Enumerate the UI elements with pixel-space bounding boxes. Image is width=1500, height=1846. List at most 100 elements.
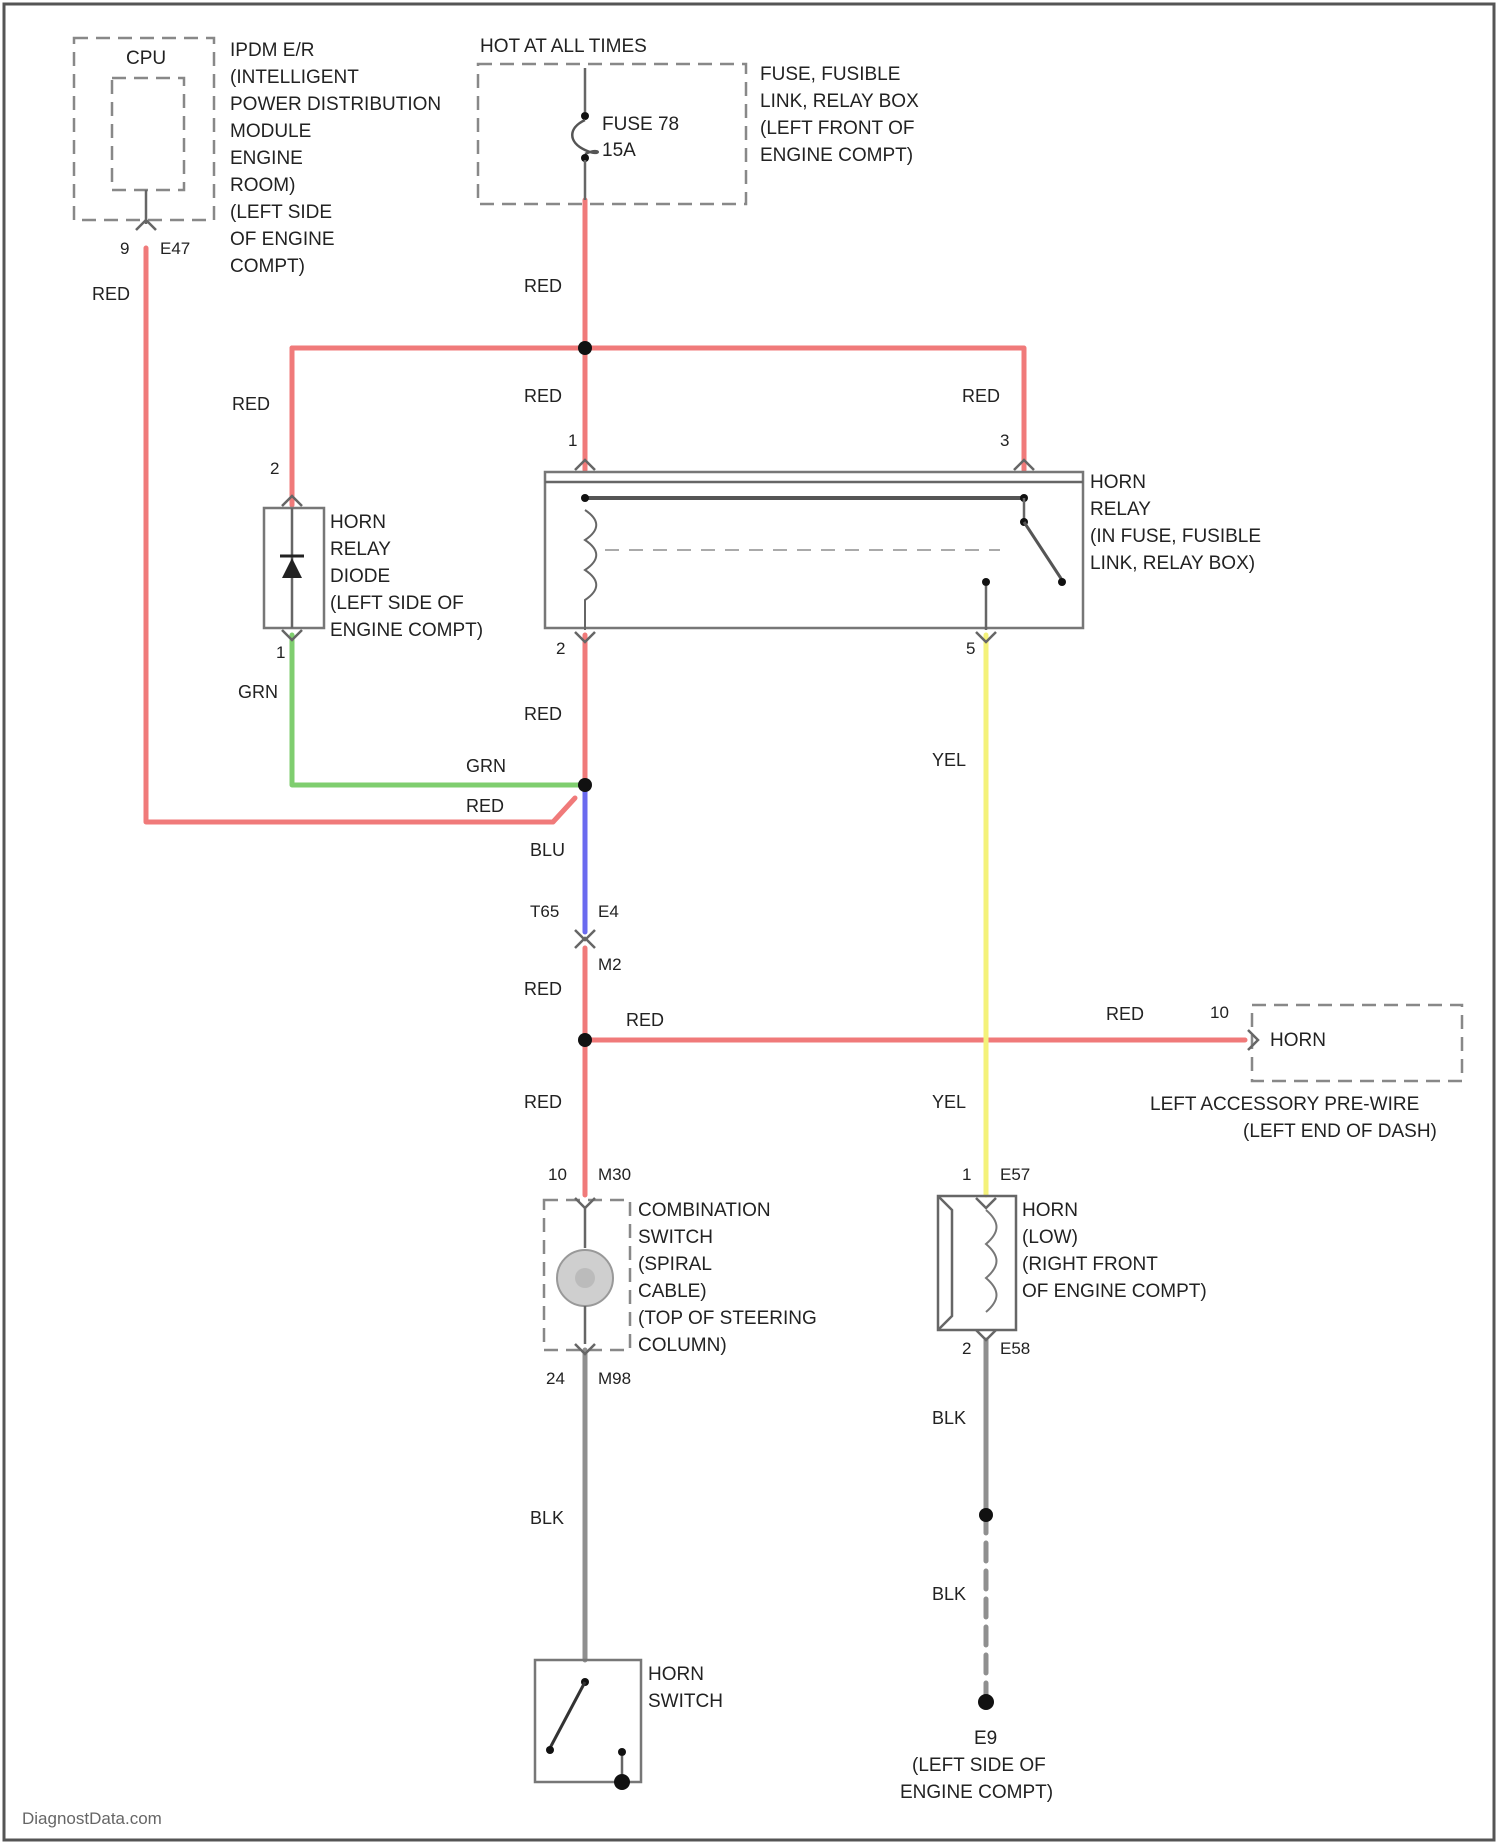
connector-e58: E58 [1000, 1339, 1030, 1358]
svg-text:(LEFT SIDE OF: (LEFT SIDE OF [912, 1755, 1046, 1776]
watermark: DiagnostData.com [22, 1809, 162, 1828]
junction-mid [578, 778, 592, 792]
svg-text:ENGINE COMPT): ENGINE COMPT) [900, 1782, 1053, 1803]
connector-e4: E4 [598, 902, 619, 921]
svg-text:HORN: HORN [330, 512, 386, 533]
svg-text:OF ENGINE: OF ENGINE [230, 229, 335, 250]
svg-text:ENGINE COMPT): ENGINE COMPT) [330, 620, 483, 641]
combo-pin-10: 10 [548, 1165, 567, 1184]
hot-at-all-times-label: HOT AT ALL TIMES [480, 36, 647, 57]
svg-text:(IN FUSE, FUSIBLE: (IN FUSE, FUSIBLE [1090, 526, 1261, 547]
diode-pin-1: 1 [276, 643, 285, 662]
svg-text:(LEFT END OF DASH): (LEFT END OF DASH) [1243, 1121, 1437, 1142]
combo-pin-24: 24 [546, 1369, 565, 1388]
horn-switch: HORN SWITCH [535, 1660, 723, 1790]
relay-coil-symbol [585, 510, 596, 630]
horn-relay: 1 3 2 5 HORN RELAY (IN FUSE, FUSIBLE LIN… [545, 431, 1261, 658]
svg-text:(RIGHT FRONT: (RIGHT FRONT [1022, 1254, 1158, 1275]
ground-e9-dot [978, 1694, 994, 1710]
wire-red-top-bus [292, 348, 1024, 470]
svg-text:RELAY: RELAY [1090, 499, 1151, 520]
relay-pin-3: 3 [1000, 431, 1009, 450]
svg-text:OF ENGINE COMPT): OF ENGINE COMPT) [1022, 1281, 1207, 1302]
horn-switch-ground-dot [614, 1774, 630, 1790]
ground-e9: E9 (LEFT SIDE OF ENGINE COMPT) [900, 1694, 1053, 1803]
svg-text:MODULE: MODULE [230, 121, 311, 142]
svg-text:IPDM E/R: IPDM E/R [230, 40, 314, 61]
wire-label-grn-vertical: GRN [238, 682, 278, 702]
svg-text:SWITCH: SWITCH [648, 1691, 723, 1712]
svg-text:COMBINATION: COMBINATION [638, 1200, 771, 1221]
svg-text:(TOP OF STEERING: (TOP OF STEERING [638, 1308, 817, 1329]
horn-low: 1 E57 2 E58 HORN (LOW) (RIGHT FRONT OF E… [938, 1165, 1207, 1358]
svg-text:ENGINE: ENGINE [230, 148, 303, 169]
svg-text:COLUMN): COLUMN) [638, 1335, 727, 1356]
wire-label-red-m2: RED [524, 979, 562, 999]
svg-text:RELAY: RELAY [330, 539, 391, 560]
svg-text:E9: E9 [974, 1728, 997, 1749]
accessory-pin-10: 10 [1210, 1003, 1229, 1022]
junction-blk [979, 1508, 993, 1522]
svg-text:HORN: HORN [648, 1664, 704, 1685]
ipdm-connector-e47: E47 [160, 239, 190, 258]
connector-t65: T65 [530, 902, 559, 921]
horn-relay-diode-label: HORN RELAY DIODE (LEFT SIDE OF ENGINE CO… [330, 512, 483, 641]
wire-label-grn-horizontal: GRN [466, 756, 506, 776]
svg-text:(LOW): (LOW) [1022, 1227, 1078, 1248]
junction-lower [578, 1033, 592, 1047]
ipdm-er-module: CPU IPDM E/R (INTELLIGENT POWER DISTRIBU… [74, 38, 441, 277]
connector-m30: M30 [598, 1165, 631, 1184]
wire-label-red-combo: RED [524, 1092, 562, 1112]
fuse-box-label: FUSE, FUSIBLE LINK, RELAY BOX (LEFT FRON… [760, 64, 919, 166]
ipdm-label: IPDM E/R (INTELLIGENT POWER DISTRIBUTION… [230, 40, 441, 277]
svg-text:COMPT): COMPT) [230, 256, 305, 277]
svg-text:SWITCH: SWITCH [638, 1227, 713, 1248]
wire-label-blk-switch: BLK [530, 1508, 564, 1528]
horn-pin-2: 2 [962, 1339, 971, 1358]
svg-text:ROOM): ROOM) [230, 175, 295, 196]
wire-label-blk-horn: BLK [932, 1408, 966, 1428]
relay-pin-1: 1 [568, 431, 577, 450]
svg-text:CABLE): CABLE) [638, 1281, 707, 1302]
wire-label-red-accessory: RED [1106, 1004, 1144, 1024]
wire-label-red-relay3: RED [962, 386, 1000, 406]
svg-text:(LEFT SIDE OF: (LEFT SIDE OF [330, 593, 464, 614]
horn-low-label: HORN (LOW) (RIGHT FRONT OF ENGINE COMPT) [1022, 1200, 1207, 1302]
connector-m2: M2 [598, 955, 622, 974]
wire-label-red-relay1: RED [524, 386, 562, 406]
wire-label-blk-ground: BLK [932, 1584, 966, 1604]
relay-switch-arm [1024, 522, 1062, 580]
wire-label-yel-lower: YEL [932, 1092, 966, 1112]
wire-label-blu: BLU [530, 840, 565, 860]
cpu-label: CPU [126, 48, 166, 69]
svg-text:POWER DISTRIBUTION: POWER DISTRIBUTION [230, 94, 441, 115]
wire-red-ipdm-loop [146, 248, 575, 822]
accessory-horn-label: HORN [1270, 1030, 1326, 1051]
accessory-horn: 10 HORN LEFT ACCESSORY PRE-WIRE (LEFT EN… [1150, 1003, 1462, 1142]
horn-relay-diode: 2 1 HORN RELAY DIODE (LEFT SIDE OF ENGIN… [264, 459, 483, 662]
fuse-box: HOT AT ALL TIMES FUSE 78 15A FUSE, FUSIB… [478, 36, 919, 204]
svg-text:(LEFT FRONT OF: (LEFT FRONT OF [760, 118, 914, 139]
svg-text:(LEFT SIDE: (LEFT SIDE [230, 202, 332, 223]
combination-switch-label: COMBINATION SWITCH (SPIRAL CABLE) (TOP O… [638, 1200, 817, 1356]
diode-symbol [282, 558, 302, 578]
horn-low-body [938, 1196, 1016, 1330]
wire-label-red-loop: RED [466, 796, 504, 816]
diode-pin-2: 2 [270, 459, 279, 478]
svg-text:(INTELLIGENT: (INTELLIGENT [230, 67, 359, 88]
connector-e57: E57 [1000, 1165, 1030, 1184]
connector-t65-e4-m2: T65 E4 M2 [530, 902, 622, 974]
combination-switch: 10 M30 24 M98 COMBINATION SWITCH (SPIRAL… [544, 1165, 817, 1388]
relay-pin-5: 5 [966, 639, 975, 658]
horn-switch-label: HORN SWITCH [648, 1664, 723, 1712]
horn-relay-label: HORN RELAY (IN FUSE, FUSIBLE LINK, RELAY… [1090, 472, 1261, 574]
svg-text:LEFT ACCESSORY PRE-WIRE: LEFT ACCESSORY PRE-WIRE [1150, 1094, 1419, 1115]
svg-text:FUSE, FUSIBLE: FUSE, FUSIBLE [760, 64, 900, 85]
wire-label-red-diode: RED [232, 394, 270, 414]
svg-text:LINK, RELAY BOX: LINK, RELAY BOX [760, 91, 919, 112]
accessory-label: LEFT ACCESSORY PRE-WIRE (LEFT END OF DAS… [1150, 1094, 1437, 1142]
svg-text:ENGINE COMPT): ENGINE COMPT) [760, 145, 913, 166]
wires [146, 200, 1245, 1700]
junction-top [578, 341, 592, 355]
wire-label-red-fuse: RED [524, 276, 562, 296]
